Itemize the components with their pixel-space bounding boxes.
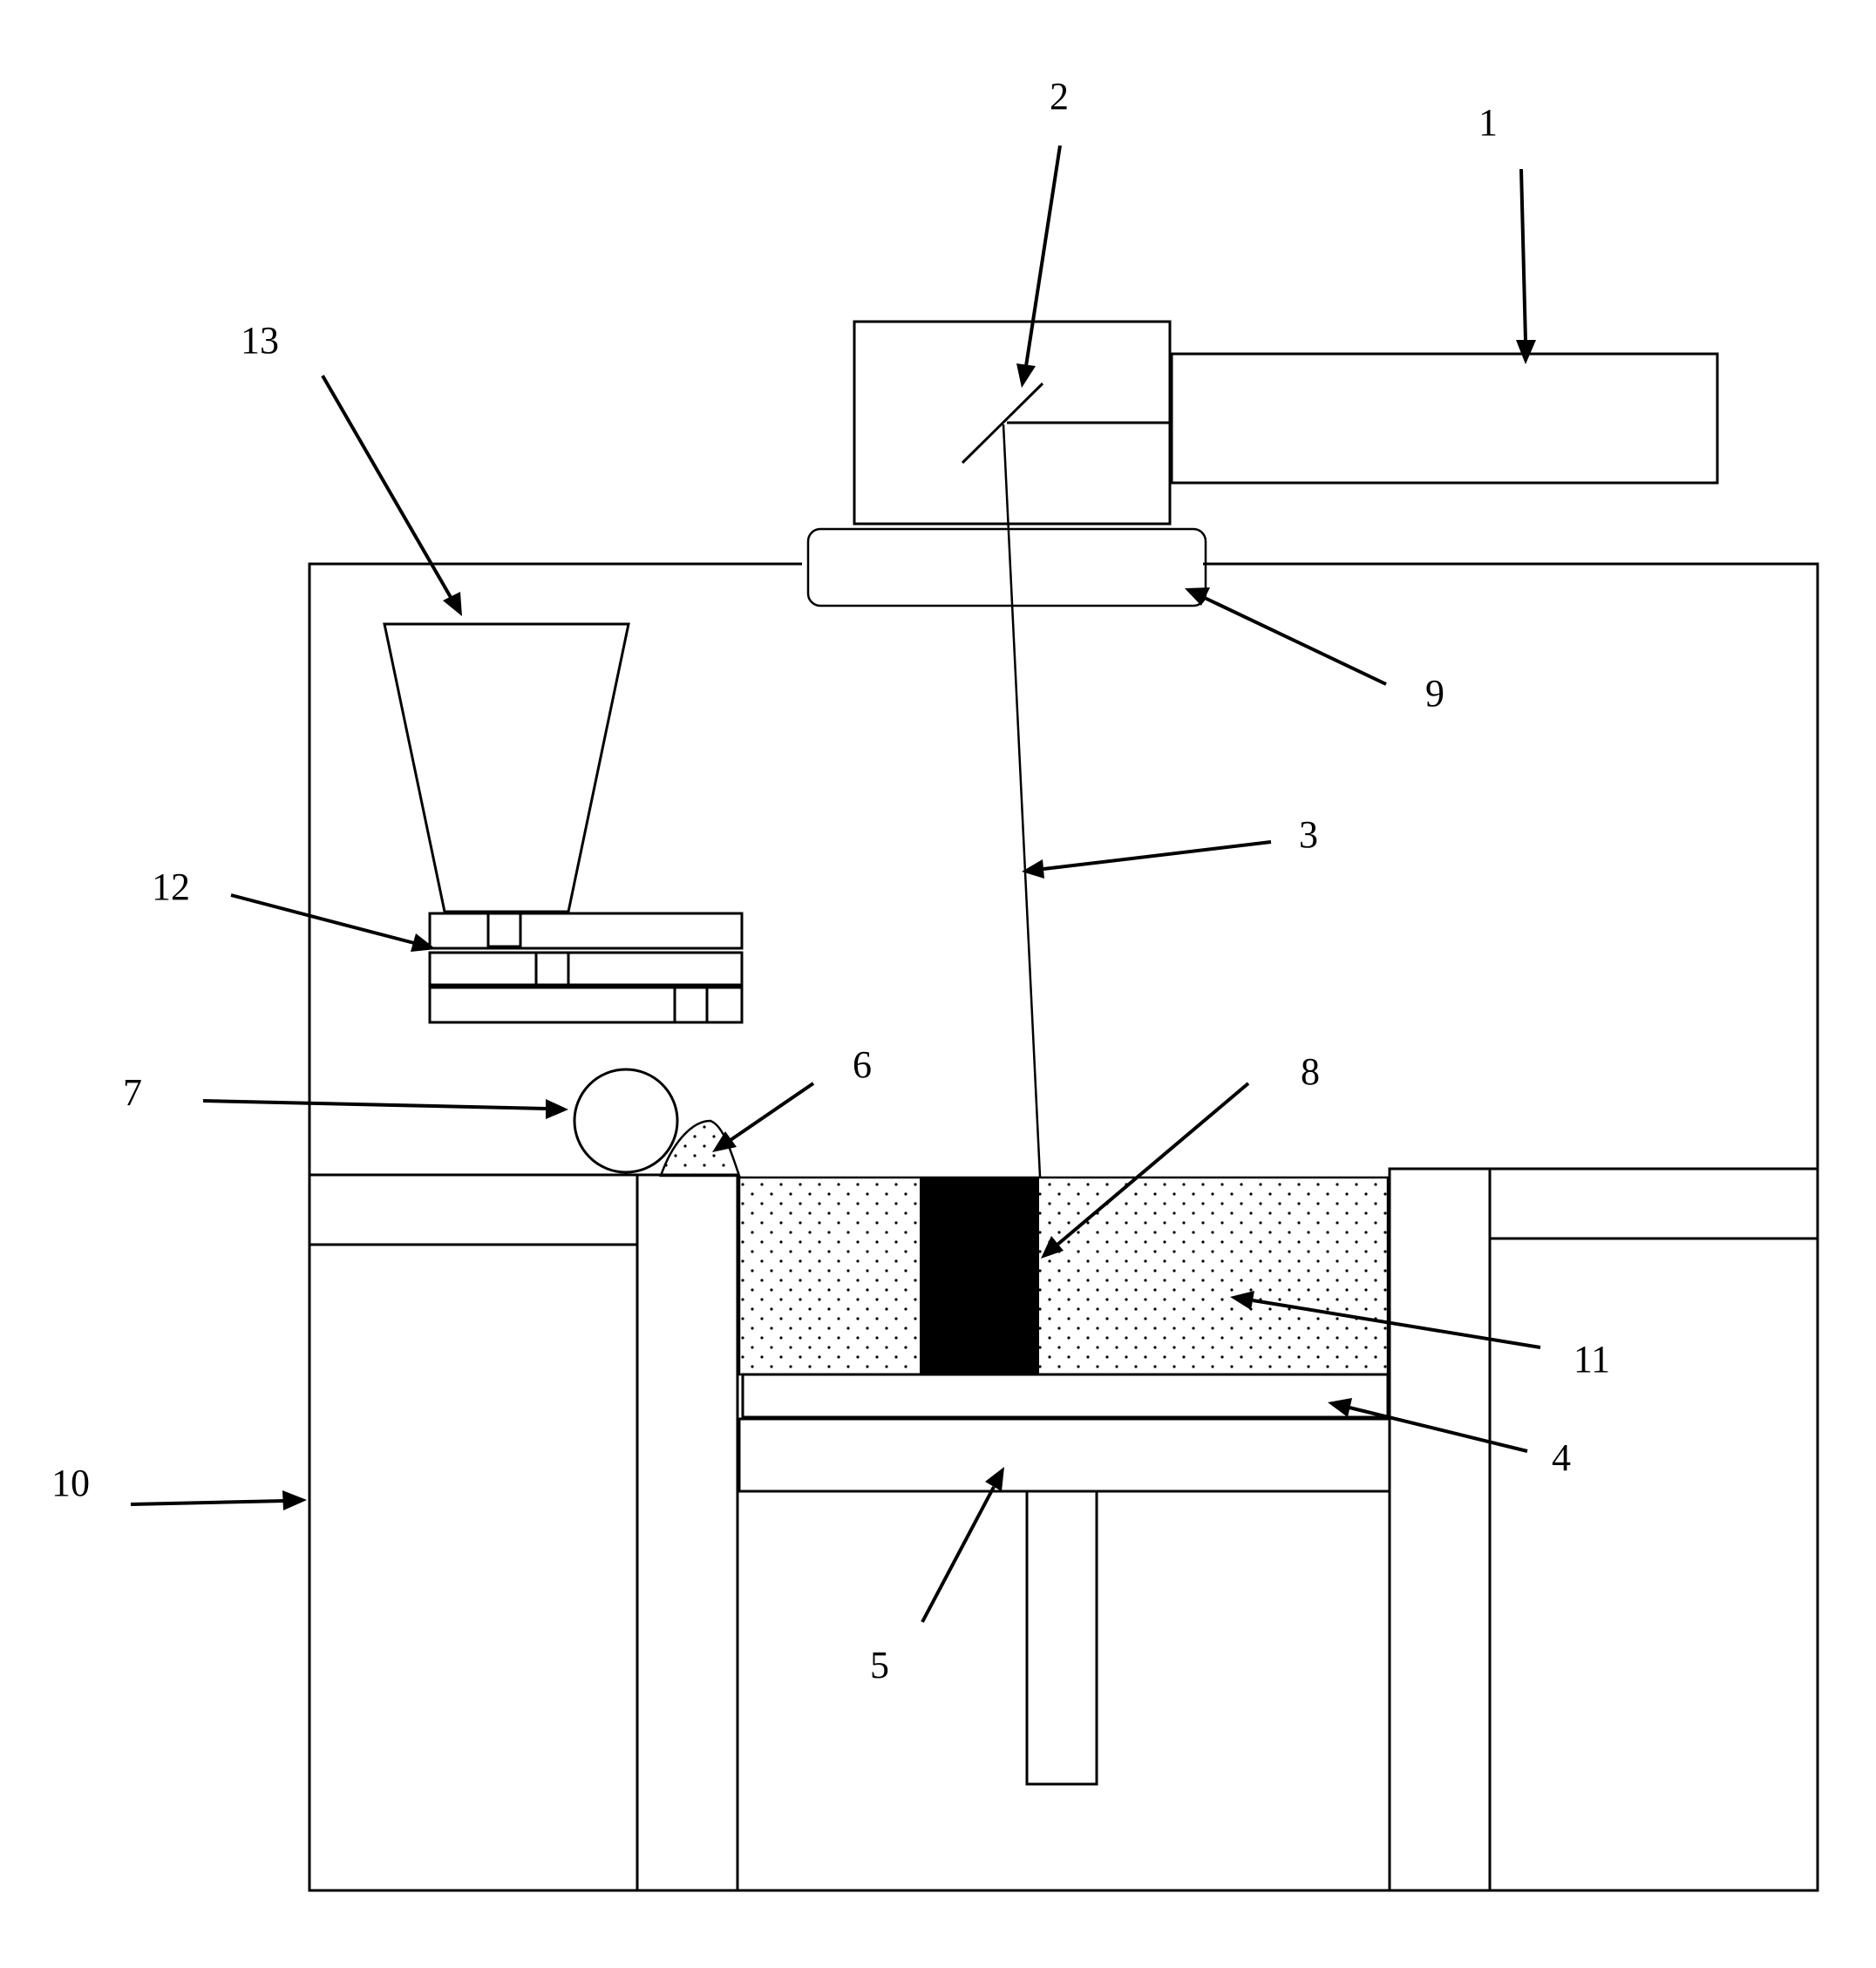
arrowhead-4	[1328, 1398, 1352, 1417]
powder-hopper	[384, 624, 629, 912]
ref-label-7: 7	[123, 1071, 142, 1114]
metering-plate-2	[430, 953, 742, 985]
leader-arrow-1	[1521, 169, 1526, 342]
leader-arrow-9	[1205, 598, 1386, 684]
ref-label-3: 3	[1299, 813, 1318, 856]
laser-source	[1172, 354, 1717, 483]
leader-arrow-2	[1026, 146, 1060, 366]
leader-arrow-12	[231, 895, 414, 943]
leader-arrow-4	[1349, 1408, 1527, 1451]
arrowhead-13	[443, 592, 462, 616]
left-table	[309, 1175, 637, 1245]
ref-label-11: 11	[1574, 1338, 1610, 1381]
ref-label-2: 2	[1050, 75, 1069, 118]
enclosure-outline-right	[1203, 564, 1818, 1170]
powder-bed	[739, 1177, 1388, 1374]
metering-plate-3	[430, 987, 742, 1022]
leader-arrow-10	[131, 1501, 285, 1504]
leader-arrow-6	[731, 1083, 813, 1140]
right-wall	[1490, 1238, 1818, 1890]
arrowhead-1	[1516, 340, 1536, 364]
right-table	[1490, 1169, 1818, 1238]
ref-label-8: 8	[1301, 1050, 1320, 1093]
leader-arrow-13	[323, 376, 452, 599]
build-piston-head	[739, 1419, 1390, 1491]
ref-label-12: 12	[152, 865, 190, 908]
metering-plate-1	[430, 913, 742, 948]
leader-arrow-5	[922, 1487, 994, 1622]
ref-label-9: 9	[1425, 672, 1444, 715]
enclosure-outline	[309, 564, 802, 1177]
sintered-part	[920, 1177, 1039, 1374]
chamber-window	[808, 529, 1206, 606]
right-cylinder-wall	[1390, 1169, 1490, 1890]
metering-plate-1-slot	[488, 913, 520, 947]
ref-label-6: 6	[853, 1043, 872, 1086]
ref-label-4: 4	[1552, 1436, 1571, 1479]
arrowhead-7	[546, 1099, 568, 1119]
ref-label-10: 10	[51, 1462, 90, 1504]
arrowhead-2	[1016, 363, 1036, 388]
metering-plate-2-slot	[536, 953, 568, 985]
laser-beam	[1003, 424, 1040, 1177]
leader-arrow-7	[203, 1101, 547, 1109]
ref-label-13: 13	[241, 319, 279, 362]
recoater-roller	[574, 1069, 677, 1172]
ref-label-1: 1	[1478, 101, 1498, 144]
build-plate	[743, 1374, 1388, 1417]
ref-label-5: 5	[870, 1644, 889, 1686]
leader-arrow-3	[1043, 842, 1271, 869]
arrowhead-12	[411, 933, 436, 952]
build-piston-rod	[1027, 1491, 1097, 1784]
left-wall	[309, 1245, 637, 1890]
metering-plate-3-slot	[675, 987, 707, 1022]
arrowhead-10	[282, 1490, 307, 1510]
left-cylinder-wall	[637, 1175, 737, 1890]
